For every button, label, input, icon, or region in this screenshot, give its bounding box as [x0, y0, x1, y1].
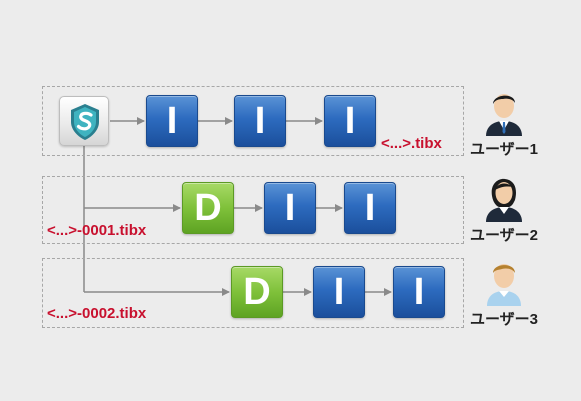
user-1: ユーザー1	[459, 88, 549, 159]
row-frame-2	[42, 176, 464, 244]
user-1-label: ユーザー1	[469, 141, 539, 158]
row3-block-2: I	[313, 266, 365, 318]
row2-block-2: I	[264, 182, 316, 234]
user-2: ユーザー2	[459, 174, 549, 245]
user-2-label: ユーザー2	[469, 227, 539, 244]
backup-app-node	[59, 96, 109, 146]
row1-block-2: I	[234, 95, 286, 147]
businesswoman-icon	[486, 178, 522, 222]
man-icon	[487, 264, 521, 306]
user-3: ユーザー3	[459, 258, 549, 329]
row1-filename: <...>.tibx	[381, 135, 442, 152]
row-frame-1	[42, 86, 464, 156]
row2-block-3: I	[344, 182, 396, 234]
shield-s-logo-icon	[71, 104, 99, 140]
row-frame-3	[42, 258, 464, 328]
row1-block-1: I	[146, 95, 198, 147]
user-3-label: ユーザー3	[469, 311, 539, 328]
row3-block-1: D	[231, 266, 283, 318]
row1-block-3: I	[324, 95, 376, 147]
row2-block-1: D	[182, 182, 234, 234]
businessman-icon	[486, 94, 522, 136]
row3-block-3: I	[393, 266, 445, 318]
row2-filename: <...>-0001.tibx	[47, 222, 147, 239]
row3-filename: <...>-0002.tibx	[47, 305, 147, 322]
